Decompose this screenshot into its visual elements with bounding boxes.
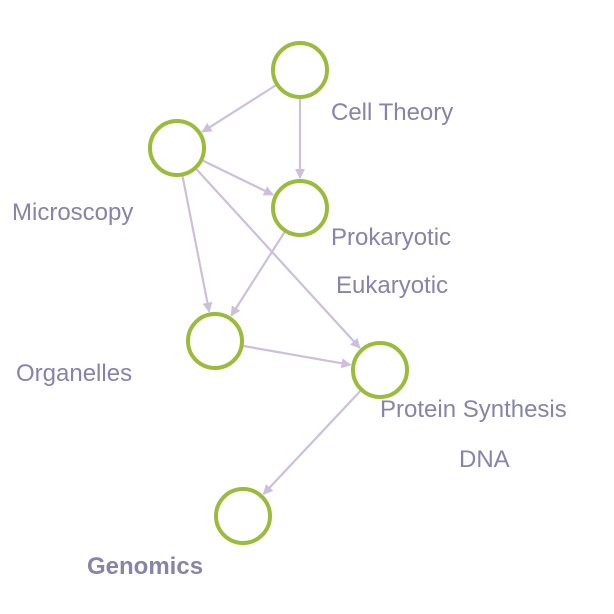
label-prokaryotic: Prokaryotic <box>331 224 451 251</box>
label-cell-theory: Cell Theory <box>331 99 453 126</box>
edge-cell-theory-to-microscopy <box>201 84 277 133</box>
edge-prokaryotic-to-organelles <box>230 231 286 317</box>
node-genomics[interactable] <box>214 487 272 545</box>
label-dna: DNA <box>459 446 510 473</box>
node-protein-synthesis[interactable] <box>351 341 409 399</box>
edge-microscopy-to-prokaryotic <box>202 159 274 196</box>
node-microscopy[interactable] <box>148 119 206 177</box>
edge-protein-synthesis-to-genomics <box>262 390 362 495</box>
label-organelles: Organelles <box>16 360 132 387</box>
nodes <box>148 41 409 545</box>
labels: Cell TheoryMicroscopyProkaryoticEukaryot… <box>12 99 567 580</box>
label-eukaryotic: Eukaryotic <box>336 272 448 299</box>
label-microscopy: Microscopy <box>12 199 133 226</box>
node-organelles[interactable] <box>186 312 244 370</box>
node-cell-theory[interactable] <box>271 41 329 99</box>
edge-organelles-to-protein-synthesis <box>243 344 352 369</box>
edge-microscopy-to-organelles <box>181 176 213 313</box>
edge-microscopy-to-protein-synthesis <box>195 168 361 349</box>
label-genomics: Genomics <box>87 553 203 580</box>
edges <box>181 84 362 495</box>
label-protein-synthesis: Protein Synthesis <box>380 396 567 423</box>
node-prokaryotic[interactable] <box>271 179 329 237</box>
